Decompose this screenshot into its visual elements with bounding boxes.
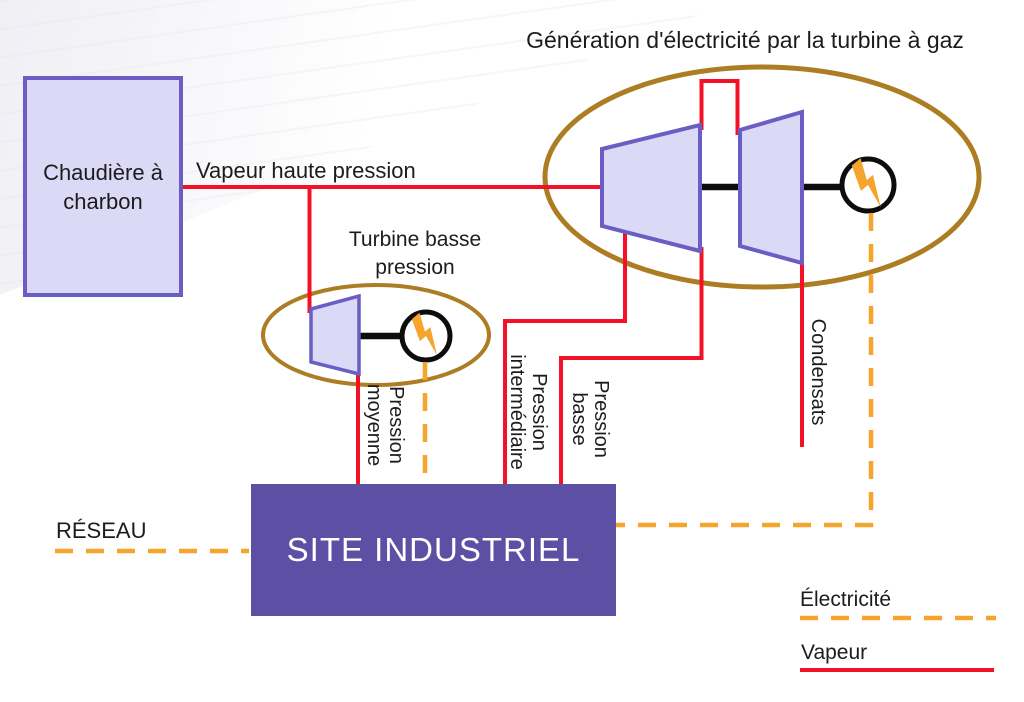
flow-label-pression-moyenne: Pression moyenne bbox=[363, 383, 407, 467]
steam-main-label: Vapeur haute pression bbox=[196, 158, 416, 183]
steam-line-pression-intermediaire bbox=[503, 223, 627, 486]
electricity-line-main-generator bbox=[614, 213, 874, 528]
lp-turbine-shape bbox=[738, 109, 804, 266]
gas-turbine-ellipse bbox=[542, 64, 982, 290]
coal-boiler-box: Chaudière à charbon bbox=[23, 76, 183, 297]
low-pressure-turbine-ellipse bbox=[261, 283, 491, 387]
legend-steam-label: Vapeur bbox=[801, 641, 868, 664]
industrial-site-box: SITE INDUSTRIEL bbox=[251, 484, 616, 616]
network-label: RÉSEAU bbox=[56, 518, 147, 543]
hp-turbine-shape bbox=[600, 122, 702, 254]
lightning-bolt-icon bbox=[411, 312, 438, 356]
coal-boiler-label: Chaudière à charbon bbox=[43, 159, 163, 214]
small-turbine-shape bbox=[309, 293, 361, 377]
flow-label-condensats: Condensats bbox=[807, 318, 829, 426]
legend-electricity-label: Électricité bbox=[800, 588, 892, 611]
low-pressure-turbine-title: Turbine basse pression bbox=[348, 228, 482, 279]
industrial-site-label: SITE INDUSTRIEL bbox=[286, 531, 581, 568]
steam-line-pression-basse bbox=[559, 247, 704, 486]
lightning-bolt-icon bbox=[851, 158, 881, 208]
steam-crossover-loop bbox=[699, 79, 740, 135]
flow-label-pression-basse: Pression basse bbox=[568, 380, 612, 458]
diagram-title: Génération d'électricité par la turbine … bbox=[526, 27, 964, 53]
flow-label-pression-intermediaire: Pression intermédiaire bbox=[506, 354, 550, 470]
